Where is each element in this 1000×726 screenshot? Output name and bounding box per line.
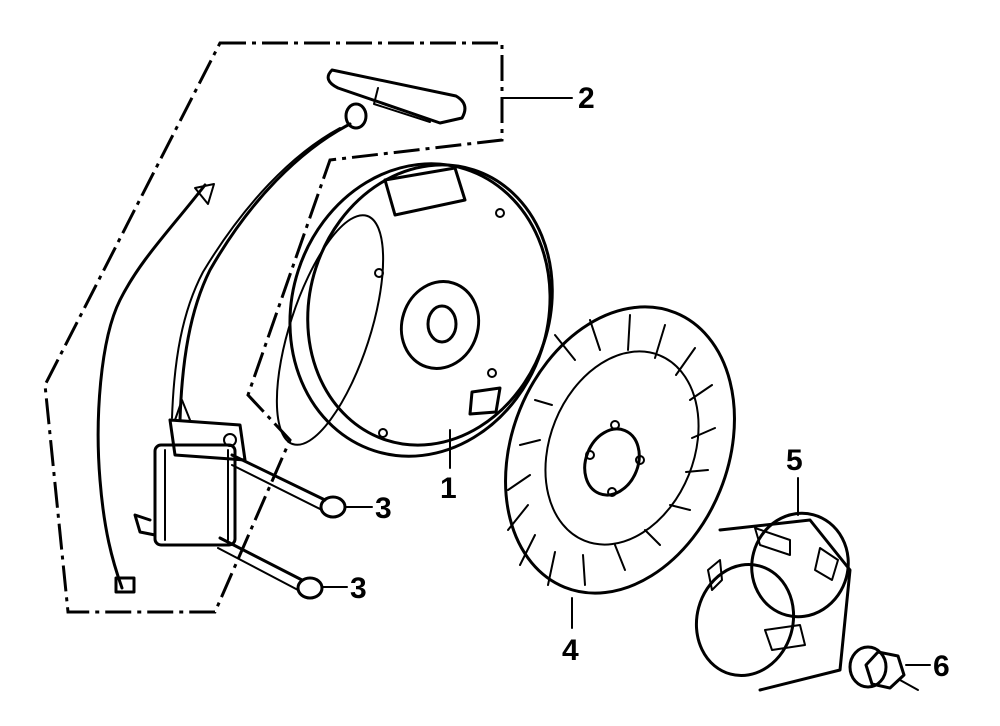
flywheel [275, 162, 554, 458]
assembly-boundary [43, 41, 504, 614]
spark-plug-lead [178, 122, 352, 422]
bolt-lower-shape [217, 536, 324, 600]
callout-3-lower: 3 [350, 572, 367, 605]
starter-cup [694, 511, 852, 692]
callout-3-upper: 3 [375, 492, 392, 525]
callout-2: 2 [578, 82, 595, 115]
bolt-upper-shape [230, 453, 347, 519]
callout-6: 6 [933, 650, 950, 683]
cooling-fan [504, 305, 736, 595]
ground-wire [96, 183, 207, 590]
spark-plug-cap [326, 68, 467, 130]
flange-nut [848, 645, 919, 691]
callout-5: 5 [786, 444, 803, 477]
callout-4: 4 [562, 634, 579, 667]
callout-1: 1 [440, 472, 457, 505]
ignition-coil [133, 399, 247, 547]
